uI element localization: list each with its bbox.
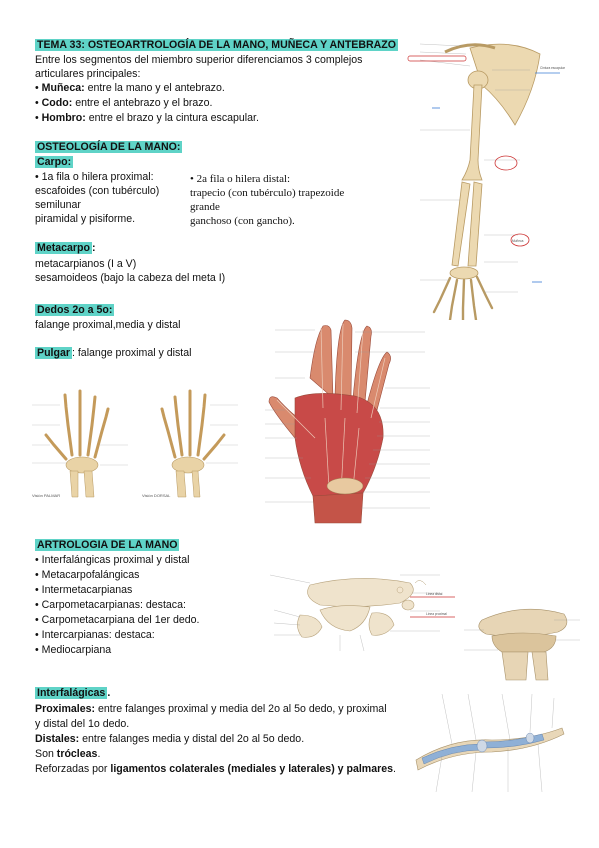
intro-line-1: Entre los segmentos del miembro superior…	[35, 54, 363, 66]
artro-item-text: Metacarpofalángicas	[41, 569, 140, 581]
dorsal-caption: Visión DORSAL	[142, 493, 171, 498]
palmar-caption: Visión PALMAR	[32, 493, 60, 498]
pulgar-text: : falange proximal y distal	[71, 347, 192, 359]
intro-item-text: entre la mano y el antebrazo.	[84, 82, 225, 94]
artro-item-text: Mediocarpiana	[41, 644, 112, 656]
artro-item-text: Carpometacarpiana del 1er dedo.	[41, 614, 200, 626]
proximales-bold: Proximales:	[35, 703, 96, 715]
carpo-right-1: • 2a fila o hilera distal:	[190, 173, 291, 185]
carpo-left-4: piramidal y pisiforme.	[35, 213, 136, 225]
metacarpo-colon: :	[91, 242, 96, 254]
artro-heading: ARTROLOGIA DE LA MANO	[35, 539, 180, 551]
metacarpo-line-1: metacarpianos (I a V)	[35, 258, 137, 270]
son-post: .	[97, 748, 101, 760]
artro-item-text: Intermetacarpianas	[41, 584, 133, 596]
proximales-line-2: y distal del 1o dedo.	[35, 718, 130, 730]
metacarpo-heading: Metacarpo	[35, 242, 92, 254]
intro-item-bold: Hombro:	[41, 112, 86, 124]
son-bold: trócleas	[56, 748, 98, 760]
wrist-label-distal: Línea distal	[426, 592, 443, 596]
artro-item-text: Intercarpianas: destaca:	[41, 629, 155, 641]
distales-bold: Distales:	[35, 733, 80, 745]
artro-item: • Carpometacarpiana del 1er dedo.	[35, 614, 200, 626]
arm-label-muneca: Muñeca	[512, 239, 524, 243]
finger-ligaments-figure	[412, 688, 572, 800]
proximales-line: Proximales: entre falanges proximal y me…	[35, 702, 387, 717]
intro-item-text: entre el antebrazo y el brazo.	[72, 97, 213, 109]
intro-line-2: articulares principales:	[35, 68, 141, 80]
osteo-heading: OSTEOLOGÍA DE LA MANO:	[35, 141, 183, 153]
dedos-heading: Dedos 2o a 5o:	[35, 304, 115, 316]
wrist-label-proximal: Línea proximal	[426, 612, 447, 616]
reforzadas-bold: ligamentos colaterales (mediales y later…	[110, 763, 394, 775]
intro-item-codo: • Codo: entre el antebrazo y el brazo.	[35, 97, 213, 109]
hand-dissection-figure	[255, 318, 445, 528]
metacarpo-line-2: sesamoideos (bajo la cabeza del meta I)	[35, 272, 226, 284]
artro-item: • Intercarpianas: destaca:	[35, 629, 155, 641]
intro-item-bold: Codo:	[41, 97, 73, 109]
intro-item-text: entre el brazo y la cintura escapular.	[85, 112, 259, 124]
carpo-right-3: grande	[190, 201, 220, 213]
distales-text: entre falanges media y distal del 2o al …	[79, 733, 305, 745]
hand-skeleton-palmar-figure: Visión PALMAR	[30, 385, 130, 500]
hand-skeleton-dorsal-figure: Visión DORSAL	[140, 385, 240, 500]
interfal-heading-dot: .	[107, 687, 111, 699]
intro-item-muneca: • Muñeca: entre la mano y el antebrazo.	[35, 82, 225, 94]
carpo-right-4: ganchoso (con gancho).	[190, 215, 295, 227]
proximales-text: entre falanges proximal y media del 2o a…	[95, 703, 387, 715]
carpo-left-2: escafoides (con tubérculo)	[35, 185, 160, 197]
reforzadas-line: Reforzadas por ligamentos colaterales (m…	[35, 762, 396, 777]
arm-label-cintura: Cintura escapular	[540, 66, 566, 70]
carpo-heading: Carpo:	[35, 156, 74, 168]
distales-line: Distales: entre falanges media y distal …	[35, 732, 304, 747]
artro-item: • Intermetacarpianas	[35, 584, 133, 596]
artro-item: • Metacarpofalángicas	[35, 569, 140, 581]
artro-item: • Interfalángicas proximal y distal	[35, 554, 190, 566]
dedos-line: falange proximal,media y distal	[35, 319, 181, 331]
reforzadas-pre: Reforzadas por	[35, 763, 111, 775]
carpal-bones-figure: Línea distal Línea proximal	[240, 555, 460, 660]
intro-item-hombro: • Hombro: entre el brazo y la cintura es…	[35, 112, 259, 124]
artro-item-text: Carpometacarpianas: destaca:	[41, 599, 186, 611]
carpo-right-2: trapecio (con tubérculo) trapezoide	[190, 187, 345, 199]
wrist-joint-figure	[462, 600, 582, 682]
reforzadas-post: .	[393, 763, 396, 775]
page-title: TEMA 33: OSTEOARTROLOGÍA DE LA MANO, MUÑ…	[35, 39, 399, 51]
artro-item: • Mediocarpiana	[35, 644, 112, 656]
artro-item: • Carpometacarpianas: destaca:	[35, 599, 186, 611]
son-pre: Son	[35, 748, 57, 760]
interfal-heading: Interfalágicas	[35, 687, 108, 699]
carpo-left-1: • 1a fila o hilera proximal:	[35, 171, 154, 183]
arm-skeleton-figure: Cintura escapular Muñeca	[400, 30, 570, 320]
son-line: Son trócleas.	[35, 747, 100, 762]
artro-item-text: Interfalángicas proximal y distal	[41, 554, 190, 566]
carpo-left-3: semilunar	[35, 199, 81, 211]
intro-item-bold: Muñeca:	[41, 82, 85, 94]
pulgar-heading: Pulgar	[35, 347, 72, 359]
